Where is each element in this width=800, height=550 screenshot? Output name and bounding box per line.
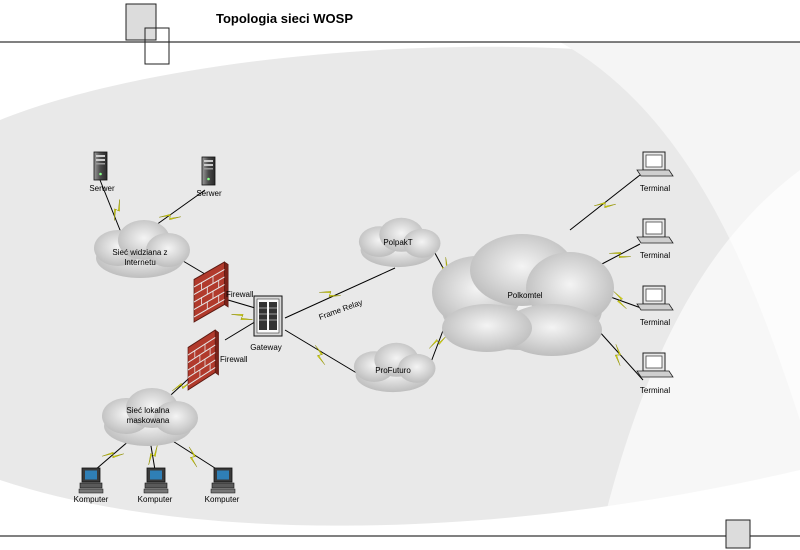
terminal-1-label: Terminal [640,184,670,193]
computer-1: Komputer [74,467,109,504]
link-local-computer1 [94,439,131,471]
internet-cloud-label-line2: Internetu [124,258,156,267]
terminal-3: Terminal [636,285,674,327]
server-2: Serwer [196,156,222,198]
terminal-3-label: Terminal [640,318,670,327]
local-cloud-label-line1: Sieć lokalna [126,406,170,415]
terminal-2: Terminal [636,218,674,260]
background-band [0,41,800,537]
page-title: Topologia sieci WOSP [216,11,353,26]
computer-3: Komputer [205,467,240,504]
gateway-label: Gateway [250,343,282,352]
server-1: Serwer [89,151,115,193]
terminal-4-label: Terminal [640,386,670,395]
server-tower-icon [201,156,216,186]
link-server1-internet [99,179,125,241]
server-1-label: Serwer [89,184,115,193]
server-tower-icon [93,151,108,181]
computer-2: Komputer [138,467,173,504]
firewall-1: Firewall [193,261,254,323]
gateway: Gateway [250,295,283,352]
desktop-computer-icon [210,467,236,494]
server-2-label: Serwer [196,189,222,198]
terminal-2-label: Terminal [640,251,670,260]
terminal-1: Terminal [636,151,674,193]
profuturo-cloud: ProFuturo [353,342,436,393]
computer-1-label: Komputer [74,495,109,504]
header-logo-squares [125,3,170,65]
internet-cloud: Sieć widziana z Internetu [94,220,190,278]
firewall-2-label: Firewall [220,355,248,364]
polpakt-label: PolpakT [383,238,412,247]
computer-3-label: Komputer [205,495,240,504]
link-gateway-profuturo [284,329,361,376]
profuturo-label: ProFuturo [375,366,411,375]
computer-2-label: Komputer [138,495,173,504]
firewall-1-label: Firewall [226,290,254,299]
polpakt-cloud: PolpakT [358,217,441,268]
footer-squares [725,519,751,549]
desktop-computer-icon [78,467,104,494]
terminal-4: Terminal [636,352,674,395]
polkomtel-label: Polkomtel [507,291,542,300]
internet-cloud-label-line1: Sieć widziana z [112,248,167,257]
local-cloud-label-line2: maskowana [127,416,170,425]
link-gateway-polpakt [284,267,396,319]
firewall-2: Firewall [187,329,248,391]
polkomtel-cloud: Polkomtel [432,234,614,356]
link-firewall2-gateway [224,319,259,341]
gateway-server-icon [253,295,283,337]
local-network-cloud: Sieć lokalna maskowana [102,388,198,446]
desktop-computer-icon [143,467,169,494]
